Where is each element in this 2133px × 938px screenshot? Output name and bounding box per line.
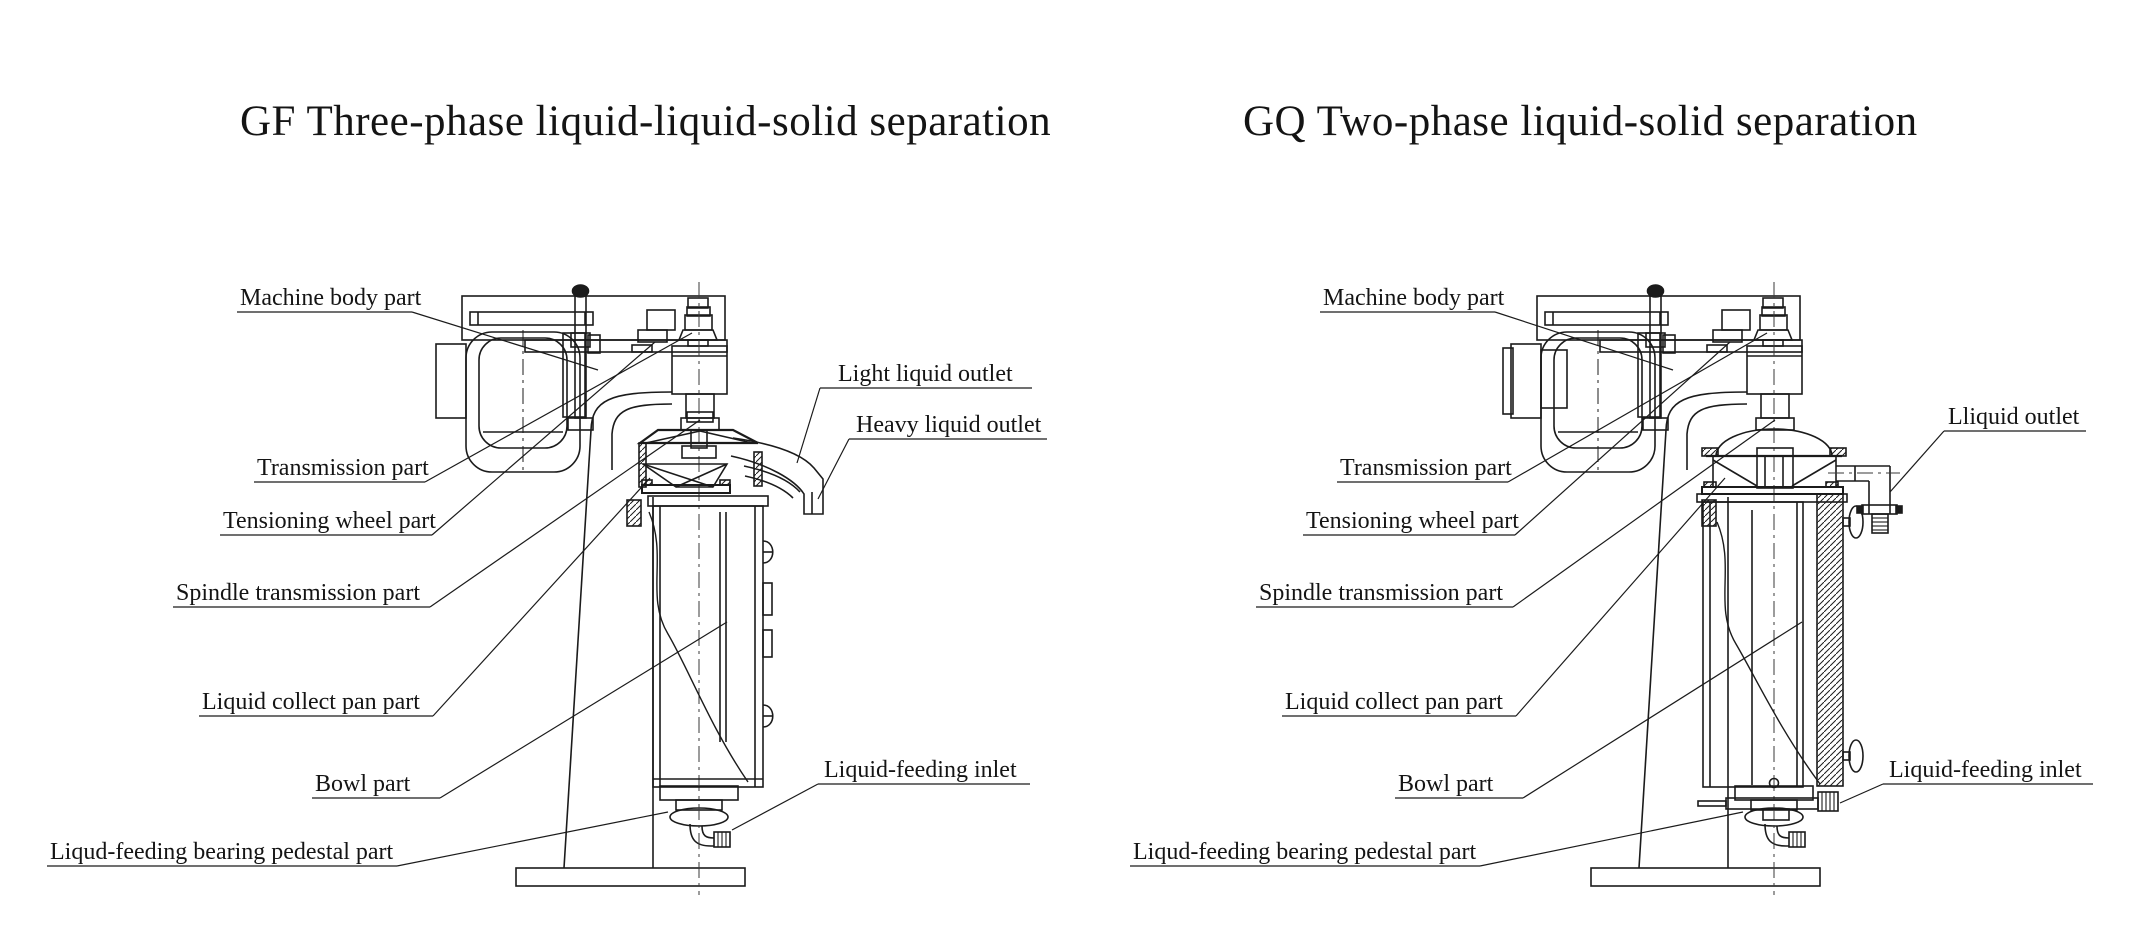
gf-machine-core bbox=[435, 281, 746, 896]
gq-label-machine-body-part: Machine body part bbox=[1323, 285, 1505, 311]
gq-leader-tensioning-wheel bbox=[1514, 341, 1731, 536]
gq-label-bowl-part: Bowl part bbox=[1398, 771, 1494, 797]
gf-label-transmission-part: Transmission part bbox=[257, 455, 429, 481]
gf-leader-spindle-transmission bbox=[429, 419, 701, 608]
gq-leader-feeding-inlet bbox=[1839, 783, 1884, 804]
gf-leader-liquid-collect-pan bbox=[432, 477, 651, 717]
gf-leader-transmission bbox=[424, 332, 693, 483]
gf-label-liquid-collect-pan-part: Liquid collect pan part bbox=[202, 689, 420, 715]
gq-label-feeding-bearing-pedestal-part: Liqud-feeding bearing pedestal part bbox=[1133, 839, 1477, 865]
gf-label-machine-body-part: Machine body part bbox=[240, 285, 422, 311]
gf-label-light-liquid-outlet: Light liquid outlet bbox=[838, 361, 1013, 387]
gq-label-spindle-transmission-part: Spindle transmission part bbox=[1259, 580, 1503, 606]
gq-label-tensioning-wheel-part: Tensioning wheel part bbox=[1306, 508, 1519, 534]
gf-label-liquid-feeding-inlet: Liquid-feeding inlet bbox=[824, 757, 1017, 783]
gq-junction-box bbox=[1502, 347, 1568, 415]
gf-bowl bbox=[647, 495, 774, 788]
gq-feeding-pipe bbox=[1697, 791, 1839, 821]
gq-machine-core bbox=[1510, 281, 1821, 896]
gf-label-spindle-transmission-part: Spindle transmission part bbox=[176, 580, 420, 606]
gf-leader-bowl bbox=[439, 621, 728, 799]
gf-leader-lines bbox=[47, 311, 1047, 867]
gf-label-heavy-liquid-outlet: Heavy liquid outlet bbox=[856, 412, 1042, 438]
gq-leader-feeding-pedestal bbox=[1479, 811, 1744, 867]
gf-leader-light-outlet bbox=[796, 387, 821, 464]
gf-leader-heavy-outlet bbox=[817, 438, 850, 500]
gf-leader-tensioning-wheel bbox=[431, 341, 656, 536]
gf-label-bowl-part: Bowl part bbox=[315, 771, 411, 797]
gq-leader-lines bbox=[1130, 311, 2093, 867]
gf-leader-feeding-pedestal bbox=[396, 811, 669, 867]
gq-leader-bowl bbox=[1522, 621, 1803, 799]
gf-diagram-title: GF Three-phase liquid-liquid-solid separ… bbox=[240, 98, 1052, 145]
gf-label-tensioning-wheel-part: Tensioning wheel part bbox=[223, 508, 436, 534]
gf-leader-feeding-inlet bbox=[731, 783, 819, 831]
gf-leader-machine-body bbox=[411, 311, 599, 371]
gq-leader-spindle-transmission bbox=[1512, 419, 1776, 608]
gq-label-liquid-feeding-inlet: Liquid-feeding inlet bbox=[1889, 757, 2082, 783]
gf-liquid-collect-pan bbox=[636, 411, 763, 494]
gf-label-feeding-bearing-pedestal-part: Liqud-feeding bearing pedestal part bbox=[50, 839, 394, 865]
gf-machine-drawing bbox=[435, 281, 824, 896]
gf-outlet-spouts bbox=[730, 437, 824, 515]
gq-machine-drawing bbox=[1502, 281, 1903, 896]
gq-bowl bbox=[1696, 493, 1864, 789]
gq-leader-liquid-collect-pan bbox=[1515, 477, 1726, 717]
gq-leader-transmission bbox=[1507, 332, 1768, 483]
gq-label-liquid-collect-pan-part: Liquid collect pan part bbox=[1285, 689, 1503, 715]
gq-diagram-title: GQ Two-phase liquid-solid separation bbox=[1243, 98, 1918, 145]
gq-leader-machine-body bbox=[1494, 311, 1674, 371]
gq-label-transmission-part: Transmission part bbox=[1340, 455, 1512, 481]
gq-label-liquid-outlet: Lliquid outlet bbox=[1948, 404, 2080, 430]
gq-leader-liquid-outlet bbox=[1889, 430, 1945, 493]
